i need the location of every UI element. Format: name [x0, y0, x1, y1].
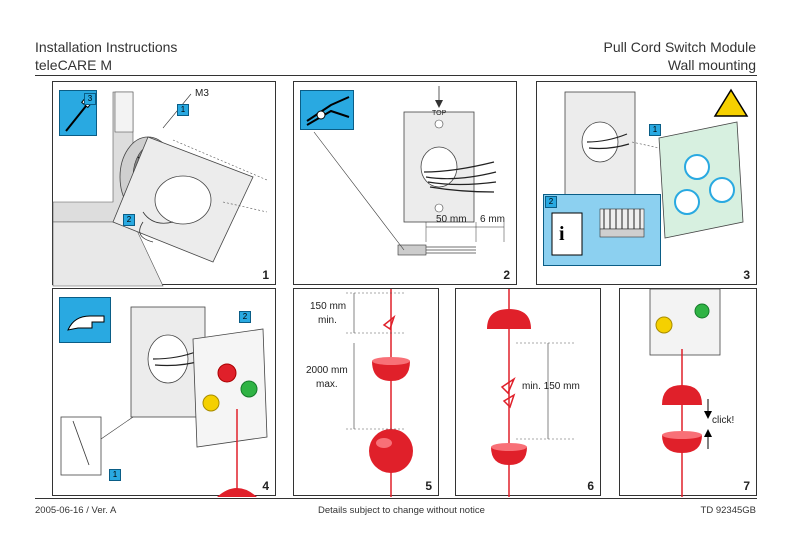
- step-tag-1: 1: [177, 104, 189, 116]
- doc-title-line1: Installation Instructions: [35, 39, 178, 55]
- panel-6: min. 150 mm 6: [455, 288, 601, 497]
- footer-rule: [35, 498, 757, 499]
- panel-1: 3 M3 1 2 1: [52, 81, 276, 287]
- click-assembly-drawing: [649, 288, 721, 497]
- doc-subject-line2: Wall mounting: [667, 57, 756, 73]
- footer-doc-id: TD 92345GB: [700, 505, 756, 516]
- top-marker-label: TOP: [432, 110, 447, 117]
- step-tag-2: 2: [239, 311, 251, 323]
- step-tag-2: 2: [123, 214, 135, 226]
- cord-length-drawing: [346, 289, 413, 497]
- wire-stripper-tool-box: [300, 90, 354, 130]
- panel-number: 6: [587, 479, 594, 493]
- panel-number: 1: [262, 268, 269, 282]
- footer-notice: Details subject to change without notice: [318, 505, 485, 516]
- doc-title-line2: teleCARE M: [35, 57, 113, 73]
- wall-box-drawing: [52, 91, 268, 287]
- max-length-suffix: max.: [316, 379, 338, 390]
- screwdriver-tool-box: 3: [59, 90, 97, 136]
- tool-count-tag: 3: [84, 93, 96, 105]
- cable-strip-drawing: [313, 86, 505, 256]
- max-length-label: 2000 mm: [306, 365, 348, 376]
- min-gap-suffix: min.: [318, 315, 337, 326]
- step-tag-1: 1: [649, 124, 661, 136]
- panel-5: 150 mm min. 2000 mm max. 5: [293, 288, 439, 497]
- panel-2: TOP 50 mm 6 mm 2: [293, 81, 517, 285]
- doc-subject: Pull Cord Switch Module Wall mounting: [603, 38, 756, 74]
- panel-number: 4: [262, 479, 269, 493]
- panel-7: click! 7: [619, 288, 757, 497]
- panel-number: 5: [425, 479, 432, 493]
- terminal-block-drawing: i: [551, 208, 645, 256]
- cover-mount-drawing: [60, 306, 268, 497]
- doc-title: Installation Instructions teleCARE M: [35, 38, 177, 74]
- wire-end-length-label: 6 mm: [480, 214, 505, 225]
- step-tag-2: 2: [545, 196, 557, 208]
- panel-number: 3: [743, 268, 750, 282]
- hand-press-box: [59, 297, 111, 343]
- connection-inset: i: [543, 194, 661, 266]
- min-gap-label: 150 mm: [310, 301, 347, 312]
- click-label: click!: [712, 415, 735, 426]
- wire-stripper-icon: [306, 96, 350, 126]
- module-connect-drawing: [564, 88, 749, 239]
- screw-size-label: M3: [195, 88, 209, 99]
- hand-icon: [67, 315, 105, 331]
- svg-text:i: i: [559, 223, 565, 245]
- doc-subject-line1: Pull Cord Switch Module: [603, 39, 756, 55]
- header-rule: [35, 75, 757, 76]
- min-spacing-label: min. 150 mm: [522, 381, 580, 392]
- panel-number: 7: [743, 479, 750, 493]
- strip-length-label: 50 mm: [436, 214, 467, 225]
- panel-4: 2 1 4: [52, 288, 276, 497]
- panel-3: 1 i 2 3: [536, 81, 757, 285]
- panel-number: 2: [503, 268, 510, 282]
- step-tag-1: 1: [109, 469, 121, 481]
- cord-spacing-drawing: [487, 289, 576, 497]
- footer-date-version: 2005-06-16 / Ver. A: [35, 505, 117, 516]
